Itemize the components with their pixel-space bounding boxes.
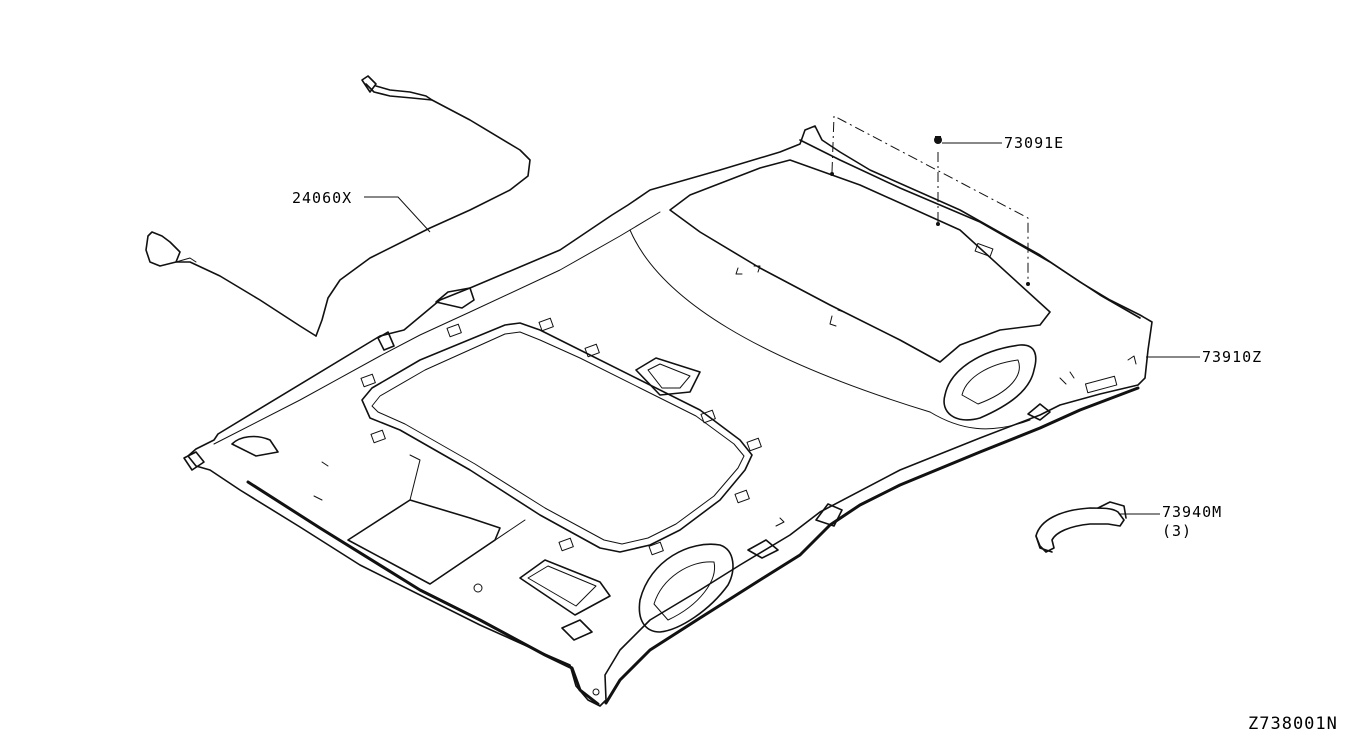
part-qty-73940m: (3) [1162, 522, 1192, 540]
part-label-73940m: 73940M [1162, 503, 1222, 521]
part-label-24060x: 24060X [292, 189, 352, 207]
part-label-73091e: 73091E [1004, 134, 1064, 152]
part-label-73910z: 73910Z [1202, 348, 1262, 366]
figure-code: Z738001N [1248, 714, 1338, 734]
leader-lines [364, 142, 1200, 515]
assist-grip[interactable] [1035, 501, 1127, 553]
headlining-panel[interactable] [183, 125, 1153, 707]
clip-group[interactable] [830, 115, 1030, 286]
wire-harness[interactable] [145, 75, 531, 337]
